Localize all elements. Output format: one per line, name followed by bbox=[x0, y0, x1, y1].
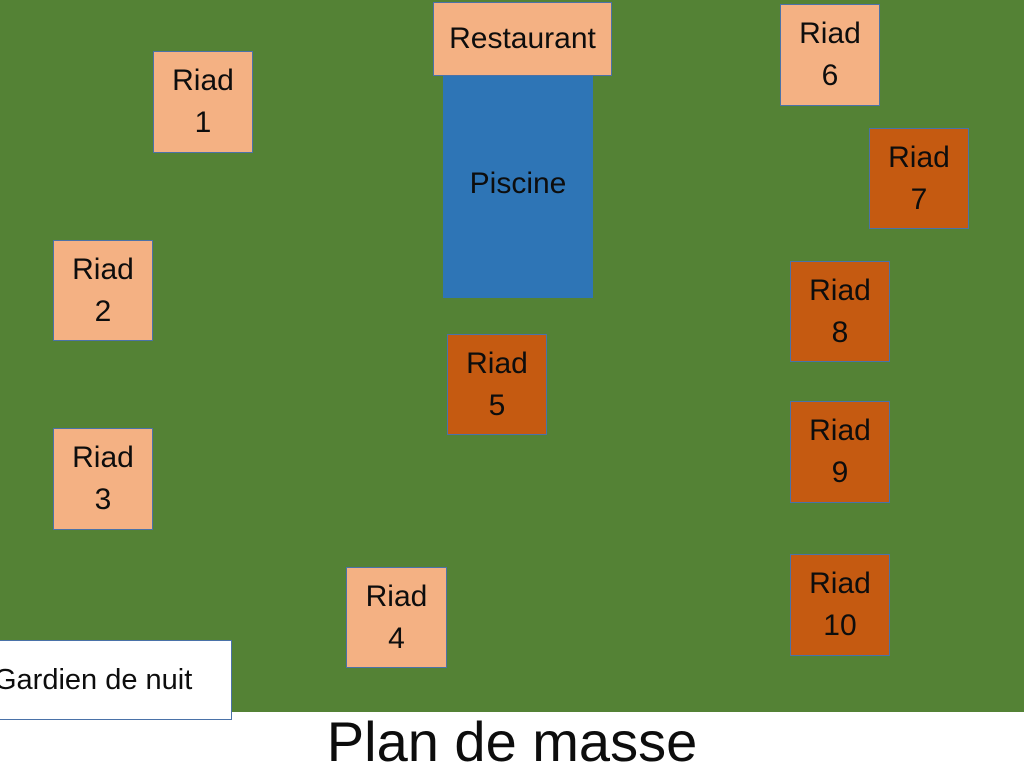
riad-4: Riad 4 bbox=[346, 567, 447, 668]
diagram-title: Plan de masse bbox=[326, 710, 698, 768]
riad-number: 6 bbox=[821, 59, 839, 92]
riad-word: Riad bbox=[172, 64, 234, 97]
piscine-label: Piscine bbox=[469, 167, 567, 200]
riad-number: 9 bbox=[831, 456, 849, 489]
restaurant-block: Restaurant bbox=[433, 2, 612, 76]
riad-word: Riad bbox=[799, 17, 861, 50]
riad-6: Riad 6 bbox=[780, 4, 880, 106]
riad-5: Riad 5 bbox=[447, 334, 547, 435]
riad-number: 10 bbox=[823, 609, 857, 642]
riad-3: Riad 3 bbox=[53, 428, 153, 530]
riad-word: Riad bbox=[466, 346, 528, 380]
riad-word: Riad bbox=[72, 441, 134, 474]
riad-8: Riad 8 bbox=[790, 261, 890, 362]
riad-word: Riad bbox=[888, 140, 950, 174]
riad-1: Riad 1 bbox=[153, 51, 253, 153]
riad-10: Riad 10 bbox=[790, 554, 890, 656]
restaurant-label: Restaurant bbox=[449, 22, 596, 55]
riad-number: 1 bbox=[194, 106, 212, 139]
riad-word: Riad bbox=[809, 273, 871, 307]
gardien-de-nuit-box: Gardien de nuit bbox=[0, 640, 232, 720]
riad-2: Riad 2 bbox=[53, 240, 153, 341]
riad-word: Riad bbox=[809, 414, 871, 447]
riad-7: Riad 7 bbox=[869, 128, 969, 229]
riad-number: 5 bbox=[488, 388, 506, 422]
riad-9: Riad 9 bbox=[790, 401, 890, 503]
riad-word: Riad bbox=[809, 567, 871, 600]
riad-number: 3 bbox=[94, 483, 112, 516]
piscine-block: Piscine bbox=[443, 70, 593, 298]
riad-number: 7 bbox=[910, 182, 928, 216]
riad-number: 2 bbox=[94, 294, 112, 328]
riad-word: Riad bbox=[72, 252, 134, 286]
gardien-label: Gardien de nuit bbox=[0, 663, 193, 696]
riad-word: Riad bbox=[365, 579, 428, 613]
riad-number: 4 bbox=[388, 621, 405, 655]
riad-number: 8 bbox=[831, 315, 849, 349]
